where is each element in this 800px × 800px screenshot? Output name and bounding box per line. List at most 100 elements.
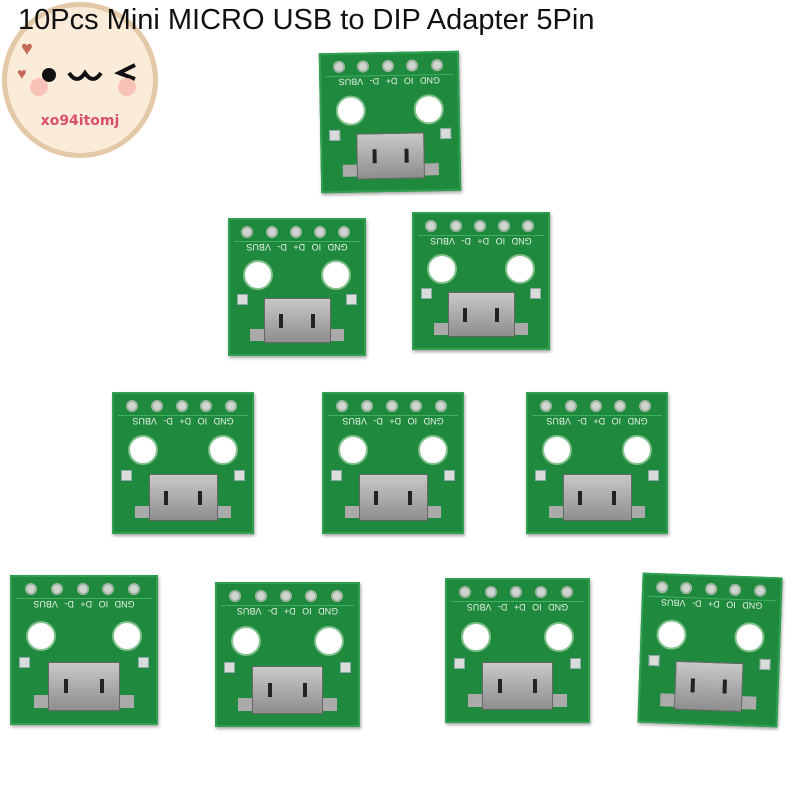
usb-adapter-board: GND IO D+ D- VBUS bbox=[10, 575, 158, 725]
pin-pad bbox=[229, 590, 242, 602]
pin-pad bbox=[24, 583, 37, 595]
usb-adapter-board: GND IO D+ D- VBUS bbox=[445, 578, 590, 723]
usb-adapter-board: GND IO D+ D- VBUS bbox=[322, 392, 464, 534]
pin-pad bbox=[484, 586, 497, 598]
micro-usb-connector bbox=[356, 132, 425, 180]
pin-pad bbox=[589, 400, 602, 412]
mounting-hole bbox=[418, 435, 449, 466]
mounting-hole bbox=[208, 435, 239, 466]
pin-pad bbox=[289, 226, 302, 238]
pin-pad bbox=[128, 583, 141, 595]
svg-text:♥: ♥ bbox=[21, 38, 33, 60]
mounting-hole bbox=[622, 435, 653, 466]
pin-pad bbox=[360, 400, 373, 412]
pin-pad bbox=[473, 220, 486, 232]
usb-adapter-board: GND IO D+ D- VBUS bbox=[637, 572, 783, 728]
mounting-hole bbox=[337, 435, 368, 466]
pin-pad bbox=[337, 226, 350, 238]
svg-text:♥: ♥ bbox=[17, 66, 27, 83]
mounting-hole bbox=[313, 626, 344, 657]
pin-pad bbox=[50, 583, 63, 595]
pin-pad bbox=[313, 226, 326, 238]
mounting-hole bbox=[655, 618, 687, 650]
usb-adapter-board: GND IO D+ D- VBUS bbox=[215, 582, 360, 727]
pin-pad bbox=[280, 590, 293, 602]
pin-labels: GND IO D+ D- VBUS bbox=[546, 416, 648, 426]
micro-usb-connector bbox=[252, 665, 323, 714]
watermark-text: xo94itomj bbox=[40, 113, 120, 129]
pin-pad bbox=[305, 590, 318, 602]
micro-usb-connector bbox=[263, 297, 331, 344]
pin-pad bbox=[655, 581, 669, 594]
mounting-hole bbox=[243, 260, 274, 291]
mounting-hole bbox=[127, 435, 158, 466]
pin-pad bbox=[425, 220, 438, 232]
pin-labels: GND IO D+ D- VBUS bbox=[342, 416, 444, 426]
pin-pad bbox=[510, 586, 523, 598]
mounting-hole bbox=[734, 621, 766, 653]
micro-usb-connector bbox=[48, 661, 120, 712]
usb-adapter-board: GND IO D+ D- VBUS bbox=[526, 392, 668, 534]
pin-pad bbox=[535, 586, 548, 598]
pin-pad bbox=[753, 584, 766, 597]
pin-pad bbox=[385, 400, 398, 412]
product-title: 10Pcs Mini MICRO USB to DIP Adapter 5Pin bbox=[18, 4, 595, 36]
mounting-hole bbox=[26, 620, 57, 651]
usb-adapter-board: GND IO D+ D- VBUS bbox=[112, 392, 254, 534]
pin-pad bbox=[435, 400, 448, 412]
pin-pad bbox=[225, 400, 238, 412]
pin-labels: GND IO D+ D- VBUS bbox=[246, 242, 348, 252]
pin-pad bbox=[241, 226, 254, 238]
mounting-hole bbox=[543, 622, 574, 653]
usb-adapter-board: GND IO D+ D- VBUS bbox=[318, 50, 462, 194]
mounting-hole bbox=[461, 622, 492, 653]
pin-pad bbox=[430, 59, 443, 72]
usb-adapter-board: GND IO D+ D- VBUS bbox=[228, 218, 366, 356]
mounting-hole bbox=[413, 93, 445, 125]
mounting-hole bbox=[504, 254, 535, 285]
mounting-hole bbox=[427, 254, 458, 285]
micro-usb-connector bbox=[673, 660, 744, 713]
pin-pad bbox=[521, 220, 534, 232]
kawaii-face-icon: ♥ ♥ bbox=[17, 38, 136, 96]
pin-pad bbox=[335, 400, 348, 412]
store-logo-watermark: ♥ ♥ xo94itomj bbox=[2, 2, 158, 158]
mounting-hole bbox=[320, 260, 351, 291]
pin-pad bbox=[449, 220, 462, 232]
pin-pad bbox=[175, 400, 188, 412]
micro-usb-connector bbox=[562, 474, 632, 521]
pin-pad bbox=[200, 400, 213, 412]
pin-pad bbox=[639, 400, 652, 412]
pin-pad bbox=[459, 586, 472, 598]
micro-usb-connector bbox=[447, 291, 515, 338]
mounting-hole bbox=[335, 95, 366, 126]
pin-labels: GND IO D+ D- VBUS bbox=[466, 602, 569, 612]
mounting-hole bbox=[231, 626, 262, 657]
pin-pad bbox=[539, 400, 552, 412]
pin-pad bbox=[497, 220, 510, 232]
pin-pad bbox=[560, 586, 573, 598]
pin-labels: GND IO D+ D- VBUS bbox=[338, 75, 441, 87]
pin-pad bbox=[332, 60, 345, 73]
pin-pad bbox=[125, 400, 138, 412]
pin-pad bbox=[76, 583, 89, 595]
pin-pad bbox=[330, 590, 343, 602]
pin-pad bbox=[381, 59, 394, 73]
pin-pad bbox=[704, 582, 717, 596]
micro-usb-connector bbox=[358, 474, 428, 521]
pin-labels: GND IO D+ D- VBUS bbox=[132, 416, 234, 426]
pin-pad bbox=[102, 583, 115, 595]
pin-labels: GND IO D+ D- VBUS bbox=[33, 599, 135, 609]
pin-pad bbox=[150, 400, 163, 412]
mounting-hole bbox=[541, 435, 572, 466]
mounting-hole bbox=[111, 620, 142, 651]
pin-pad bbox=[265, 226, 278, 238]
pin-labels: GND IO D+ D- VBUS bbox=[430, 236, 532, 246]
micro-usb-connector bbox=[482, 661, 553, 710]
pin-pad bbox=[564, 400, 577, 412]
pin-labels: GND IO D+ D- VBUS bbox=[236, 606, 339, 616]
pin-pad bbox=[254, 590, 267, 602]
pin-pad bbox=[614, 400, 627, 412]
usb-adapter-board: GND IO D+ D- VBUS bbox=[412, 212, 550, 350]
pin-pad bbox=[410, 400, 423, 412]
